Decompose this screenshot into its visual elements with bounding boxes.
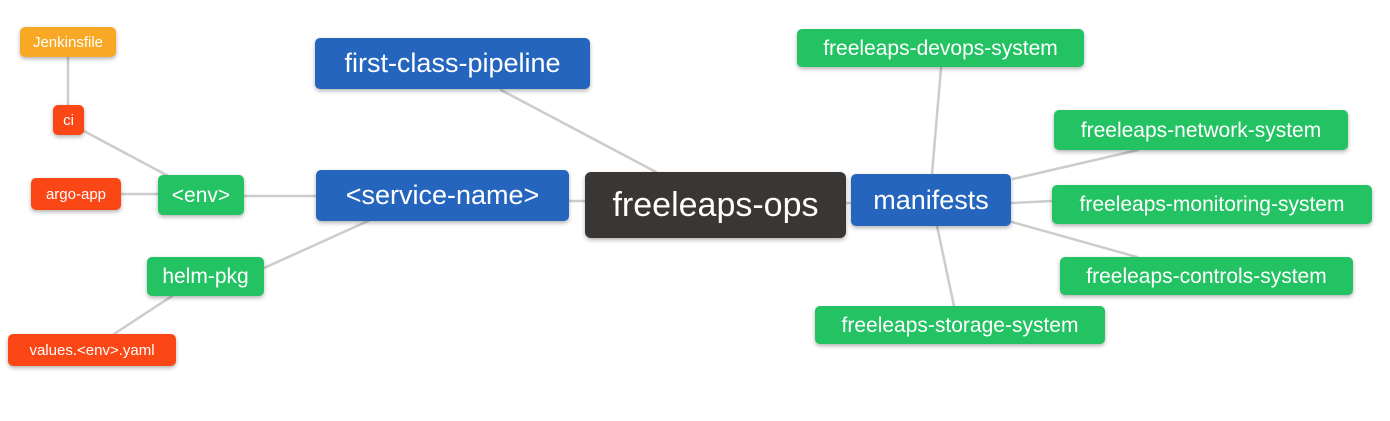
- edge-helm-pkg-values-env-yaml: [112, 294, 174, 336]
- node-helm-pkg[interactable]: helm-pkg: [147, 257, 264, 296]
- edge-manifests-network-system: [1011, 148, 1140, 181]
- edge-first-class-pipeline-ops: [499, 88, 658, 174]
- node-freeleaps-ops[interactable]: freeleaps-ops: [585, 172, 846, 238]
- node-argo-app[interactable]: argo-app: [31, 178, 121, 210]
- node-ci[interactable]: ci: [53, 105, 84, 135]
- node-env[interactable]: <env>: [158, 175, 244, 215]
- node-manifests[interactable]: manifests: [851, 174, 1011, 226]
- edge-ci-env: [80, 128, 174, 180]
- node-first-class-pipeline[interactable]: first-class-pipeline: [315, 38, 590, 89]
- node-freeleaps-devops-system[interactable]: freeleaps-devops-system: [797, 29, 1084, 67]
- node-service-name[interactable]: <service-name>: [316, 170, 569, 221]
- node-freeleaps-network-system[interactable]: freeleaps-network-system: [1054, 110, 1348, 150]
- node-freeleaps-monitoring-system[interactable]: freeleaps-monitoring-system: [1052, 185, 1372, 224]
- edge-manifests-controls-system: [1010, 220, 1139, 259]
- edge-service-name-helm-pkg: [262, 219, 370, 270]
- node-freeleaps-controls-system[interactable]: freeleaps-controls-system: [1060, 257, 1353, 295]
- edge-manifests-monitoring-system: [1009, 199, 1054, 205]
- node-values-env-yaml[interactable]: values.<env>.yaml: [8, 334, 176, 366]
- edge-manifests-storage-system: [935, 224, 956, 308]
- edge-manifests-devops-system: [930, 66, 943, 176]
- node-jenkinsfile[interactable]: Jenkinsfile: [20, 27, 116, 57]
- node-freeleaps-storage-system[interactable]: freeleaps-storage-system: [815, 306, 1105, 344]
